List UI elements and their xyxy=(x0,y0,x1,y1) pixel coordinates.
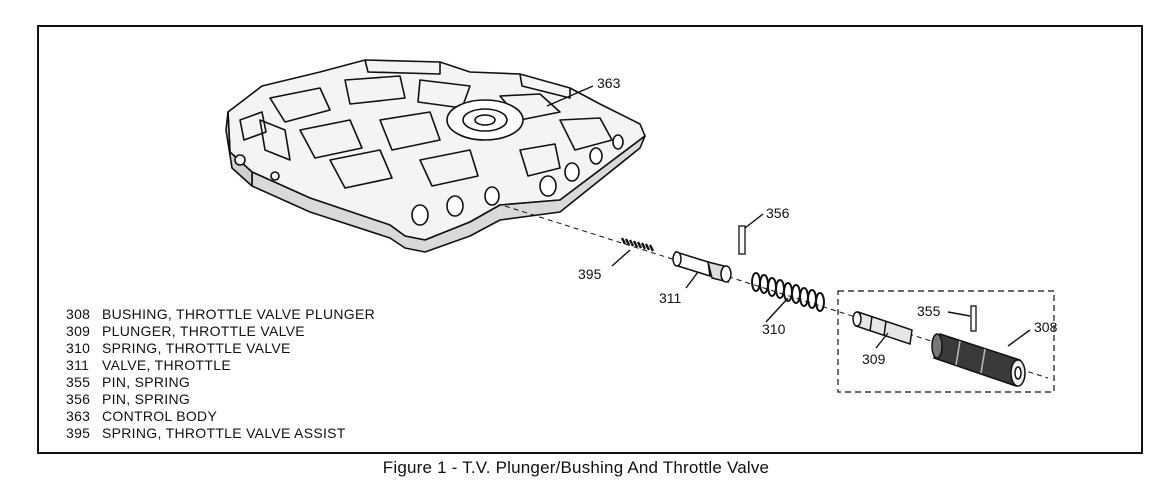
control-body-drawing xyxy=(225,59,646,253)
legend-item-395: 395 SPRING, THROTTLE VALVE ASSIST xyxy=(66,425,375,442)
legend-description: PIN, SPRING xyxy=(102,391,191,407)
legend-description: PIN, SPRING xyxy=(102,374,191,390)
legend-number: 395 xyxy=(66,425,91,441)
parts-legend: 308 BUSHING, THROTTLE VALVE PLUNGER 309 PL… xyxy=(66,306,375,442)
legend-number: 309 xyxy=(66,323,91,339)
throttle-valve-plunger-bushing xyxy=(931,333,1026,387)
legend-description: VALVE, THROTTLE xyxy=(102,357,231,373)
throttle-valve-assist-spring xyxy=(620,237,655,252)
legend-number: 308 xyxy=(66,306,91,322)
throttle-valve-spring xyxy=(751,272,825,312)
legend-item-311: 311 VALVE, THROTTLE xyxy=(66,357,375,374)
plunger-bushing-group-box xyxy=(837,290,1055,393)
diagram-frame xyxy=(37,25,1143,454)
legend-item-355: 355 PIN, SPRING xyxy=(66,374,375,391)
legend-item-356: 356 PIN, SPRING xyxy=(66,391,375,408)
spring-pin-356 xyxy=(738,225,746,255)
callout-310: 310 xyxy=(762,321,786,337)
legend-description: BUSHING, THROTTLE VALVE PLUNGER xyxy=(102,306,376,322)
throttle-valve xyxy=(672,250,732,284)
callout-309: 309 xyxy=(862,351,886,367)
callout-308: 308 xyxy=(1034,319,1058,335)
callout-355: 355 xyxy=(917,303,941,319)
legend-item-309: 309 PLUNGER, THROTTLE VALVE xyxy=(66,323,375,340)
figure-caption: Figure 1 - T.V. Plunger/Bushing And Thro… xyxy=(382,458,770,477)
legend-item-308: 308 BUSHING, THROTTLE VALVE PLUNGER xyxy=(66,306,375,323)
legend-description: SPRING, THROTTLE VALVE xyxy=(102,340,291,356)
legend-number: 311 xyxy=(66,357,90,373)
legend-number: 355 xyxy=(66,374,91,390)
callout-356: 356 xyxy=(766,205,790,221)
legend-number: 310 xyxy=(66,340,91,356)
legend-item-363: 363 CONTROL BODY xyxy=(66,408,375,425)
throttle-valve-plunger xyxy=(852,311,913,345)
legend-description: SPRING, THROTTLE VALVE ASSIST xyxy=(102,425,346,441)
callout-395: 395 xyxy=(578,266,602,282)
assembly-centerline xyxy=(504,205,1049,379)
legend-item-310: 310 SPRING, THROTTLE VALVE xyxy=(66,340,375,357)
legend-description: CONTROL BODY xyxy=(102,408,218,424)
spring-pin-355 xyxy=(970,305,977,332)
legend-number: 363 xyxy=(66,408,91,424)
legend-number: 356 xyxy=(66,391,91,407)
legend-description: PLUNGER, THROTTLE VALVE xyxy=(102,323,305,339)
callout-363: 363 xyxy=(597,75,621,91)
callout-311: 311 xyxy=(659,290,682,306)
